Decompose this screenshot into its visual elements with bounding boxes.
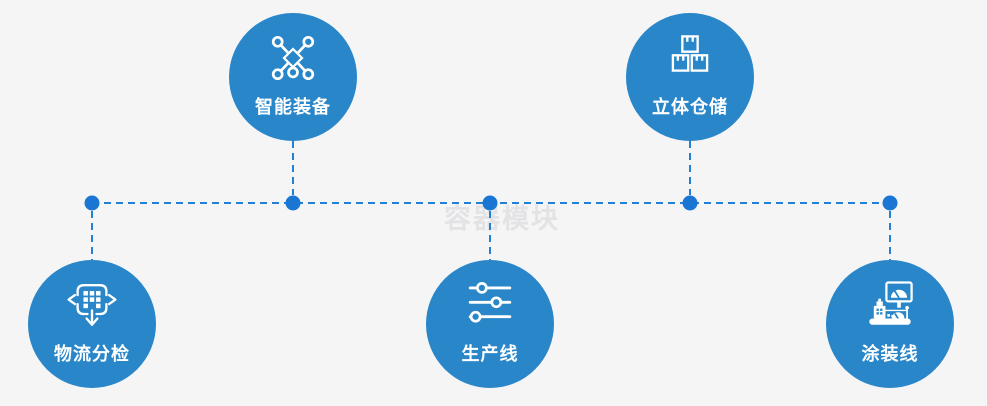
stacked-boxes-icon bbox=[671, 35, 709, 72]
network-nodes-icon bbox=[271, 35, 315, 81]
control-console-icon bbox=[869, 281, 913, 325]
node-label: 生产线 bbox=[461, 344, 519, 364]
move-sort-icon bbox=[67, 284, 117, 326]
node-cubic-warehouse: 立体仓储 bbox=[626, 13, 754, 141]
sliders-icon bbox=[468, 282, 512, 323]
node-logistics-sorting: 物流分检 bbox=[28, 260, 156, 388]
node-label: 立体仓储 bbox=[652, 97, 728, 117]
node-smart-equipment: 智能装备 bbox=[229, 13, 357, 141]
watermark: 容器模块 bbox=[444, 204, 560, 234]
node-label: 物流分检 bbox=[54, 344, 130, 364]
node-label: 智能装备 bbox=[255, 97, 331, 117]
node-label: 涂装线 bbox=[861, 344, 919, 364]
node-production-line: 生产线 bbox=[426, 260, 554, 388]
node-coating-line: 涂装线 bbox=[826, 260, 954, 388]
